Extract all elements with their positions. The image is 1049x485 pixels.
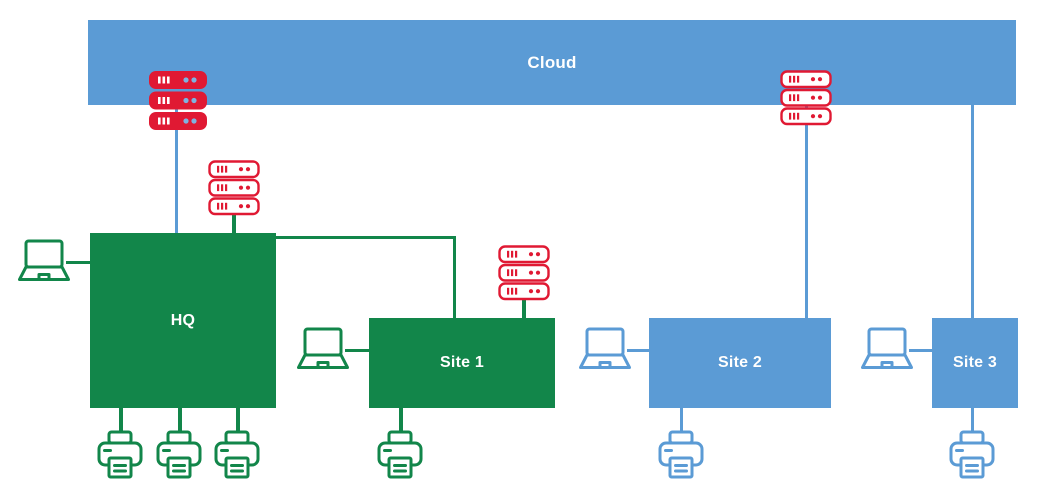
hq-label: HQ	[170, 311, 196, 329]
server-stack-icon[interactable]	[498, 245, 550, 301]
site2-node[interactable]: Site 2	[649, 318, 831, 408]
link-site2-to-laptop	[627, 349, 653, 352]
server-stack-icon[interactable]	[780, 70, 832, 126]
printer-icon[interactable]	[949, 430, 995, 480]
server-stack-icon[interactable]	[148, 70, 208, 132]
printer-icon[interactable]	[156, 430, 202, 480]
site1-label: Site 1	[440, 354, 484, 371]
laptop-icon[interactable]	[18, 238, 70, 286]
printer-icon[interactable]	[658, 430, 704, 480]
printer-icon[interactable]	[377, 430, 423, 480]
hq-node[interactable]: HQ	[90, 233, 276, 408]
cloud-label: Cloud	[527, 52, 577, 72]
link-hq-to-site1-vertical	[453, 236, 456, 322]
link-hq-to-printer-3	[236, 404, 240, 432]
printer-icon[interactable]	[97, 430, 143, 480]
link-site3-to-printer	[971, 404, 974, 432]
laptop-icon[interactable]	[297, 326, 349, 374]
laptop-icon[interactable]	[861, 326, 913, 374]
link-hq-to-laptop	[66, 261, 94, 264]
link-site1-to-printer	[399, 404, 403, 432]
link-cloud-to-hq	[175, 105, 178, 237]
laptop-icon[interactable]	[579, 326, 631, 374]
link-hq-to-printer-1	[119, 404, 123, 432]
link-hq-to-printer-2	[178, 404, 182, 432]
link-site2-to-printer	[680, 404, 683, 432]
link-cloud-to-site2	[805, 105, 808, 320]
site3-label: Site 3	[953, 354, 997, 371]
server-stack-icon[interactable]	[208, 160, 260, 216]
link-site1-to-server	[522, 298, 526, 324]
site1-node[interactable]: Site 1	[369, 318, 555, 408]
link-hq-to-server	[232, 214, 236, 240]
cloud-node[interactable]: Cloud	[88, 20, 1016, 105]
link-hq-to-site1-horizontal	[266, 236, 456, 239]
link-site1-to-laptop	[345, 349, 373, 352]
site3-node[interactable]: Site 3	[932, 318, 1018, 408]
printer-icon[interactable]	[214, 430, 260, 480]
link-site3-to-laptop	[909, 349, 935, 352]
site2-label: Site 2	[718, 354, 762, 371]
link-cloud-to-site3	[971, 105, 974, 320]
